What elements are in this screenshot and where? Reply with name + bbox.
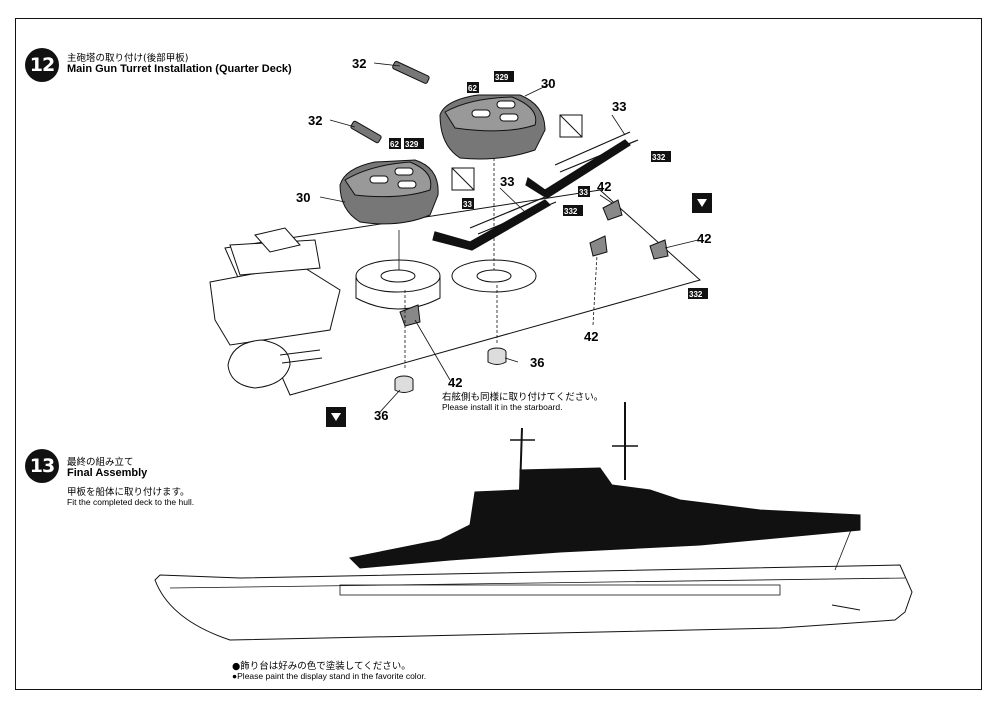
step-13-badge: 13 [25,449,59,483]
step-12-note-jp: 右舷側も同様に取り付けてください。 [442,392,604,403]
svg-text:33: 33 [579,188,588,197]
svg-text:62: 62 [390,140,399,149]
label-32-a: 32 [352,56,366,71]
cement-icon-b [326,407,346,427]
cement-icon-a [692,193,712,213]
boxed-329-upper: 329 [494,71,514,82]
step-12-title-jp: 主砲塔の取り付け(後部甲板) [67,53,189,64]
label-42-d: 42 [448,375,462,390]
boxed-62-upper: 62 [467,82,479,93]
step-13-instr-en: Fit the completed deck to the hull. [67,497,195,507]
step-13-title-jp: 最終の組み立て [67,457,134,468]
svg-text:332: 332 [689,290,703,299]
label-42-c: 42 [584,329,598,344]
turret-30-upper [439,94,546,160]
rear-turret [227,339,291,389]
no-cement-icon-a [559,114,583,138]
barrel-set-lower [432,194,557,251]
label-30-b: 30 [541,76,555,91]
part-36-pieces [394,347,507,393]
svg-text:332: 332 [564,207,578,216]
label-36-a: 36 [530,355,544,370]
label-30-a: 30 [296,190,310,205]
boxed-332-b: 332 [651,151,671,162]
label-32-b: 32 [308,113,322,128]
page-frame [15,18,982,690]
svg-text:33: 33 [463,200,472,209]
step-12-title-en: Main Gun Turret Installation (Quarter De… [67,63,292,75]
footer-note-en: ●Please paint the display stand in the f… [232,671,427,681]
no-cement-icon-b [451,167,475,191]
svg-text:62: 62 [468,84,477,93]
step-13-instr-jp: 甲板を船体に取り付けます。 [67,487,190,498]
boxed-62-lower: 62 [389,138,401,149]
part-42-fittings [399,199,669,327]
svg-text:329: 329 [405,140,419,149]
step-12-note-en: Please install it in the starboard. [442,402,563,412]
label-42-a: 42 [597,179,611,194]
label-33-a: 33 [612,99,626,114]
boxed-329-lower: 329 [404,138,424,149]
label-36-b: 36 [374,408,388,423]
turret-30-lower [339,159,439,225]
part-32-pieces [350,60,430,144]
label-33-b: 33 [500,174,514,189]
barrel-set-upper [525,131,639,199]
boxed-33-b: 33 [578,186,590,197]
svg-text:329: 329 [495,73,509,82]
svg-text:332: 332 [652,153,666,162]
boxed-332-c: 332 [688,288,708,299]
boxed-332-a: 332 [563,205,583,216]
step-13-title-en: Final Assembly [67,467,148,479]
boxed-33-a: 33 [462,198,474,209]
step-12-badge: 12 [25,48,59,82]
barbette-ring-1 [355,259,441,293]
ship-silhouette [154,402,913,641]
footer-note-jp: ●飾り台は好みの色で塗装してください。 [232,661,411,672]
label-42-b: 42 [697,231,711,246]
